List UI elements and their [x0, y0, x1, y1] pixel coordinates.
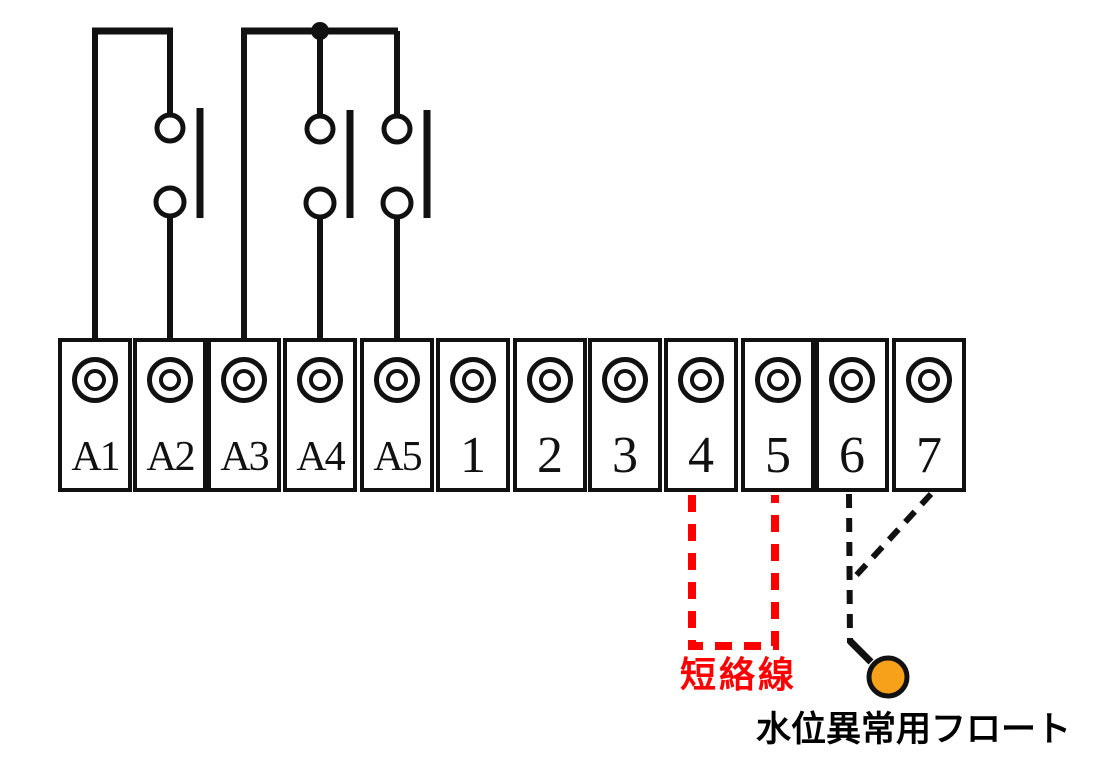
terminal-2: 2	[513, 338, 587, 492]
screw-terminal-icon	[755, 357, 801, 403]
terminal-label: 5	[765, 427, 791, 484]
terminal-3: 3	[588, 338, 662, 492]
terminal-label: A3	[220, 434, 269, 480]
screw-terminal-icon	[527, 357, 573, 403]
float-wire-terminal6	[846, 493, 853, 644]
screw-hole-icon	[690, 369, 712, 391]
terminal-label: A2	[146, 434, 195, 480]
screw-hole-icon	[614, 369, 636, 391]
terminal-label: 2	[537, 427, 563, 484]
terminal-5: 5	[741, 338, 815, 492]
screw-terminal-icon	[829, 357, 875, 403]
screw-terminal-icon	[72, 357, 118, 403]
terminal-a1: A1	[58, 338, 132, 492]
jumper-label: 短絡線	[680, 654, 798, 695]
screw-terminal-icon	[906, 357, 952, 403]
screw-terminal-icon	[297, 357, 343, 403]
screw-terminal-icon	[147, 357, 193, 403]
contact3-upper-terminal	[381, 113, 413, 145]
junction-dot	[311, 22, 329, 40]
terminal-label: A4	[296, 434, 345, 480]
terminal-a4: A4	[283, 338, 357, 492]
screw-terminal-icon	[374, 357, 420, 403]
terminal-label: A1	[71, 434, 120, 480]
terminal-1: 1	[436, 338, 510, 492]
screw-hole-icon	[539, 369, 561, 391]
contact2-lower-terminal	[303, 186, 337, 220]
float-label: 水位異常用フロート	[756, 710, 1072, 749]
screw-terminal-icon	[221, 357, 267, 403]
screw-hole-icon	[159, 369, 181, 391]
jumper-short-circuit-wire	[688, 495, 779, 650]
terminal-label: 1	[460, 427, 486, 484]
terminal-7: 7	[892, 338, 966, 492]
screw-terminal-icon	[602, 357, 648, 403]
float-wire-terminal7	[849, 491, 934, 583]
float-ball-icon	[866, 655, 910, 699]
terminal-label: 3	[612, 427, 638, 484]
terminal-label: 7	[916, 427, 942, 484]
screw-hole-icon	[84, 369, 106, 391]
screw-hole-icon	[386, 369, 408, 391]
screw-hole-icon	[233, 369, 255, 391]
terminal-label: 6	[839, 427, 865, 484]
float-neck	[847, 638, 874, 665]
screw-hole-icon	[841, 369, 863, 391]
screw-terminal-icon	[450, 357, 496, 403]
contact3-lower-terminal	[380, 186, 414, 220]
terminal-label: A5	[373, 434, 422, 480]
screw-hole-icon	[462, 369, 484, 391]
terminal-label: 4	[688, 427, 714, 484]
screw-terminal-icon	[678, 357, 724, 403]
terminal-6: 6	[815, 338, 889, 492]
terminal-4: 4	[664, 338, 738, 492]
screw-hole-icon	[767, 369, 789, 391]
terminal-a3: A3	[207, 338, 281, 492]
contact1-lower-terminal	[153, 185, 187, 219]
contact1-upper-terminal	[154, 112, 186, 144]
screw-hole-icon	[309, 369, 331, 391]
contact2-upper-terminal	[304, 113, 336, 145]
screw-hole-icon	[918, 369, 940, 391]
terminal-a2: A2	[133, 338, 207, 492]
terminal-a5: A5	[360, 338, 434, 492]
